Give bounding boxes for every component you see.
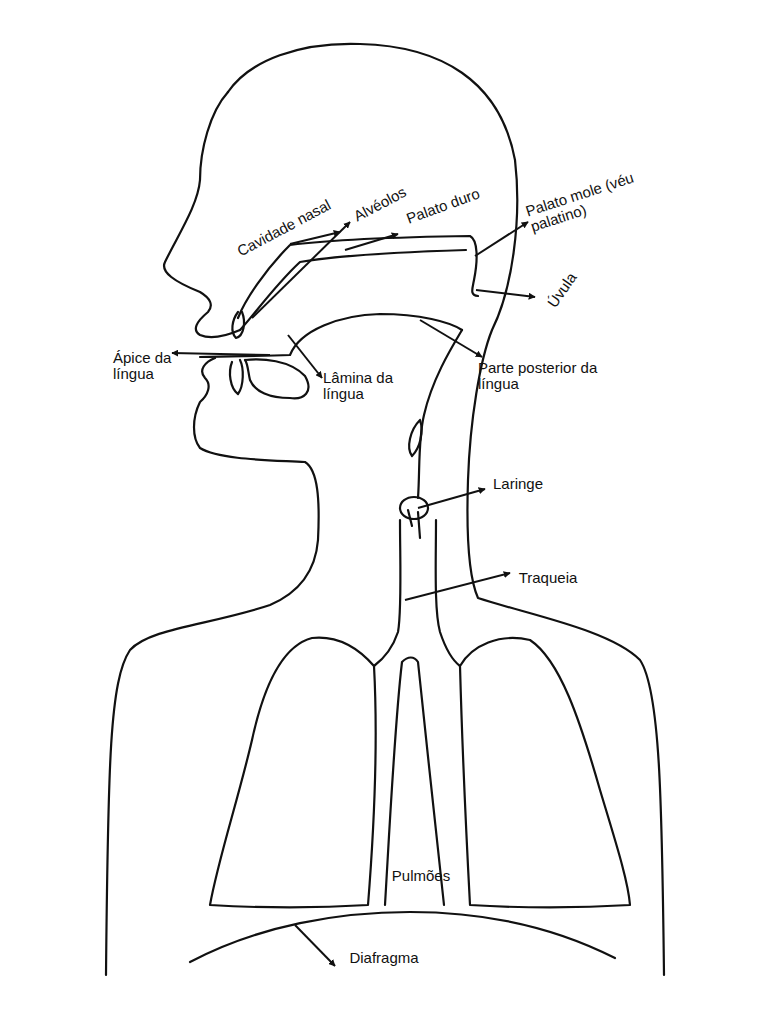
part-label: Palato mole (véu palatino) <box>524 166 653 235</box>
part-label: Diafragma <box>349 950 418 966</box>
palate-line <box>238 236 478 318</box>
leader-arrow <box>405 573 510 600</box>
part-label: Parte posterior da língua <box>478 360 614 392</box>
leader-arrow <box>288 335 322 378</box>
leader-arrow <box>290 232 340 244</box>
upper-tooth <box>232 312 244 338</box>
leader-arrow <box>172 353 270 355</box>
leader-arrow <box>476 290 535 297</box>
vocal-folds <box>408 510 420 538</box>
part-label: Úvula <box>545 270 580 310</box>
leader-arrow <box>420 320 482 357</box>
lower-tooth <box>230 360 243 394</box>
part-label: Laringe <box>493 476 543 492</box>
head-back-outline <box>228 44 664 975</box>
leader-arrow <box>345 234 398 250</box>
trachea-right <box>436 520 460 666</box>
part-label: Ápice da língua <box>113 350 195 382</box>
larynx-shape <box>400 497 428 519</box>
nasal-cavity-upper <box>240 250 466 330</box>
part-label: Traqueia <box>519 570 578 586</box>
part-label: Palato duro <box>404 185 481 226</box>
part-label: Lâmina da língua <box>323 370 411 402</box>
left-lung <box>210 638 376 908</box>
leader-arrow <box>418 489 485 508</box>
part-label: Alvéolos <box>351 184 408 225</box>
right-lung <box>460 638 630 907</box>
leader-arrow <box>295 925 335 966</box>
pharynx-front <box>418 330 462 498</box>
epiglottis <box>409 420 421 456</box>
part-label: Pulmões <box>392 868 450 884</box>
leader-arrow <box>475 222 528 256</box>
trachea-left <box>374 520 401 666</box>
